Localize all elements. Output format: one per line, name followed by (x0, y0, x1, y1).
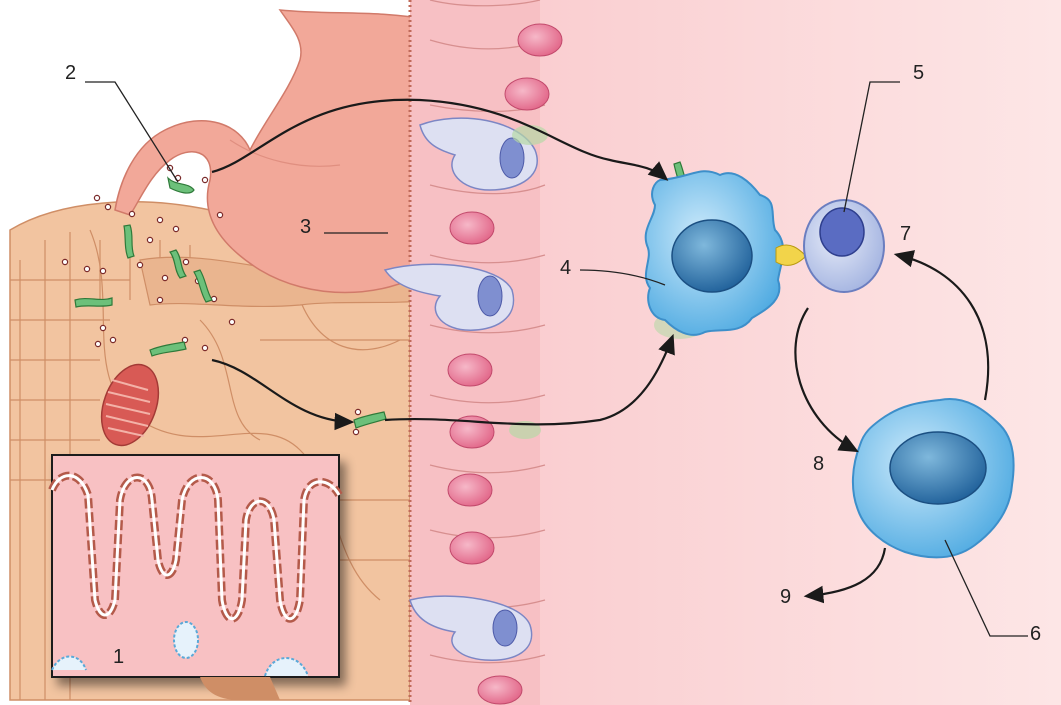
intestinal-epithelium (385, 0, 562, 705)
label-9: 9 (780, 586, 791, 608)
label-4: 4 (560, 257, 571, 279)
label-5: 5 (913, 62, 924, 84)
label-6: 6 (1030, 623, 1041, 645)
label-1: 1 (113, 646, 124, 668)
label-7: 7 (900, 223, 911, 245)
label-8: 8 (813, 453, 824, 475)
label-2: 2 (65, 62, 76, 84)
lymphocyte (804, 200, 884, 292)
activated-lymphocyte (853, 399, 1014, 557)
label-3: 3 (300, 216, 311, 238)
